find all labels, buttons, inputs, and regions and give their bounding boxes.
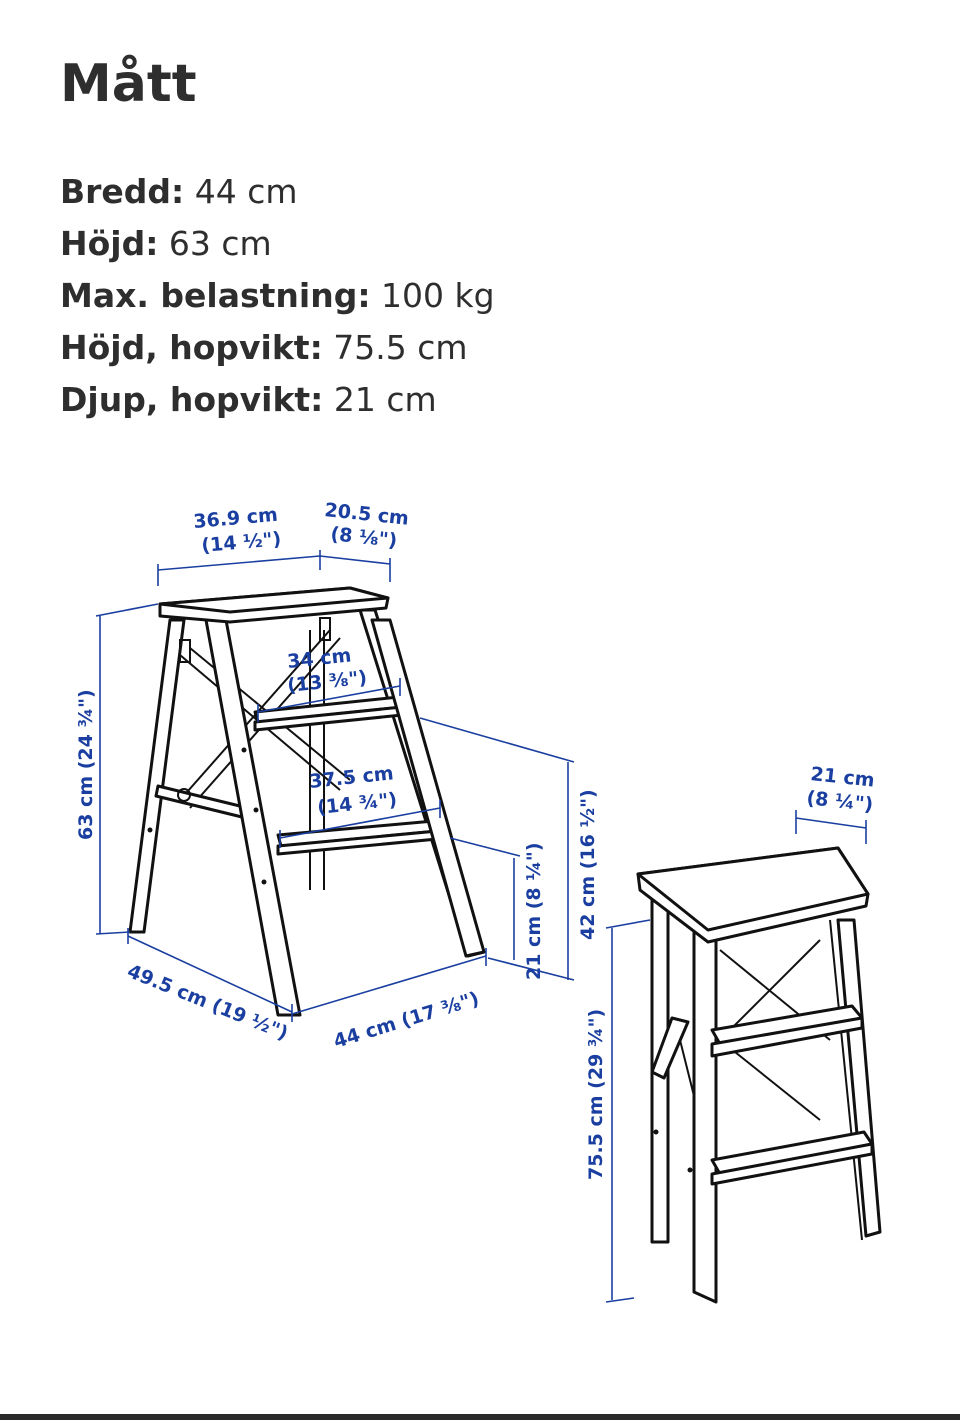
spec-label: Bredd: (60, 172, 185, 211)
spec-value: 44 cm (194, 172, 298, 211)
spec-value: 100 kg (381, 276, 495, 315)
dim-step1-height: 21 cm (8 ¼") (523, 843, 545, 981)
spec-row-height: Höjd: 63 cm (60, 218, 495, 270)
folded-stool-dimensions: 21 cm (8 ¼") 75.5 cm (29 ¾") (585, 763, 876, 1303)
spec-value: 63 cm (168, 224, 272, 263)
spec-label: Max. belastning: (60, 276, 371, 315)
spec-value: 21 cm (333, 380, 437, 419)
open-step-stool-drawing (128, 586, 486, 1017)
spec-row-folded-height: Höjd, hopvikt: 75.5 cm (60, 322, 495, 374)
page-title: Mått (60, 54, 197, 114)
dim-step2-width: 37.5 cm (308, 762, 394, 793)
dimension-diagram: 36.9 cm (14 ½") 20.5 cm (8 ⅛") 34 cm (13… (75, 499, 882, 1304)
dim-step2-height: 42 cm (16 ½") (577, 789, 599, 940)
bottom-bar (0, 1414, 960, 1420)
spec-row-max-load: Max. belastning: 100 kg (60, 270, 495, 322)
dim-top-width-imperial: (14 ½") (201, 528, 283, 557)
folded-step-stool-drawing (636, 846, 882, 1304)
spec-value: 75.5 cm (333, 328, 468, 367)
spec-row-folded-depth: Djup, hopvikt: 21 cm (60, 374, 495, 426)
specs-list: Bredd: 44 cm Höjd: 63 cm Max. belastning… (60, 166, 495, 426)
dim-width: 44 cm (17 ⅜") (331, 988, 482, 1053)
spec-label: Höjd: (60, 224, 159, 263)
dim-step2-width-imperial: (14 ¾") (316, 789, 398, 819)
dim-folded-depth-imperial: (8 ¼") (805, 787, 874, 816)
spec-row-width: Bredd: 44 cm (60, 166, 495, 218)
dim-height: 63 cm (24 ¾") (75, 689, 97, 840)
spec-label: Höjd, hopvikt: (60, 328, 323, 367)
spec-label: Djup, hopvikt: (60, 380, 324, 419)
dim-folded-height: 75.5 cm (29 ¾") (585, 1009, 607, 1180)
